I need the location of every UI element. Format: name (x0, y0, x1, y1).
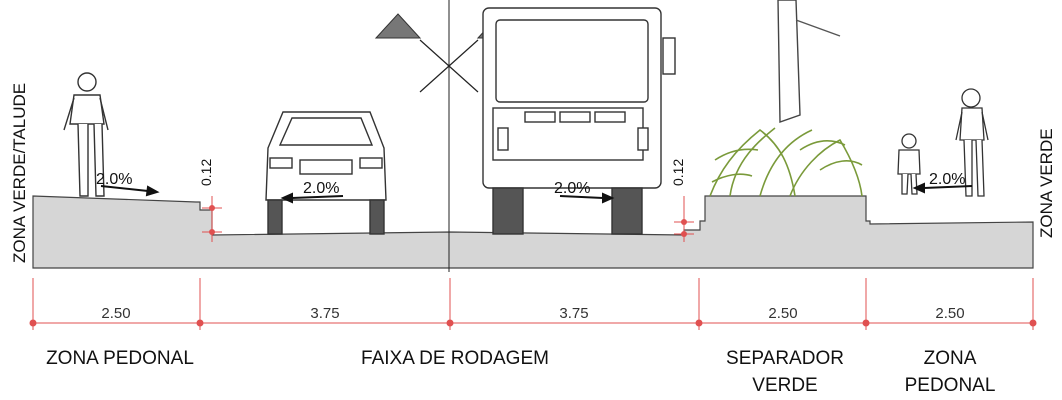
pedestrian-woman-icon (955, 88, 989, 197)
curb-marker-left (202, 196, 222, 242)
zone-label-line: VERDE (752, 375, 818, 396)
dimension-value: 3.75 (310, 305, 339, 322)
slope-label: 2.0% (554, 180, 590, 197)
slope-arrow (100, 182, 973, 204)
shrub-vegetation (709, 127, 863, 197)
curb-marker-right (674, 196, 694, 242)
zone-label-line: PEDONAL (904, 375, 996, 396)
dimension-ticks (29, 319, 1037, 327)
zone-label-pedonal-left: ZONA PEDONAL (46, 348, 194, 369)
zone-label-line: ZONA (923, 348, 977, 369)
pedestrian-man-icon (63, 72, 109, 197)
zone-label-line: SEPARADOR (726, 348, 844, 369)
tree-icon (777, 0, 841, 123)
zone-label-separador: SEPARADOR VERDE (690, 348, 880, 397)
slope-label: 2.0% (303, 180, 339, 197)
dimension-value: 3.75 (559, 305, 588, 322)
slope-label: 2.0% (96, 171, 132, 188)
slope-label: 2.0% (929, 171, 965, 188)
dimension-line (32, 278, 1034, 330)
car-icon (265, 111, 387, 235)
dimension-value: 2.50 (935, 305, 964, 322)
child-pedestrian-icon (897, 133, 921, 195)
dimension-value: 2.50 (101, 305, 130, 322)
ground-section (32, 195, 1034, 269)
zone-label-pedonal-right: ZONA PEDONAL (880, 348, 1020, 397)
bus-icon (482, 7, 676, 235)
curb-height-label: 0.12 (670, 159, 686, 186)
left-side-label: ZONA VERDE/TALUDE (10, 83, 29, 263)
right-side-label: ZONA VERDE (1037, 128, 1056, 238)
curb-height-label: 0.12 (198, 159, 214, 186)
dimension-value: 2.50 (768, 305, 797, 322)
zone-label-faixa: FAIXA DE RODAGEM (361, 348, 549, 369)
